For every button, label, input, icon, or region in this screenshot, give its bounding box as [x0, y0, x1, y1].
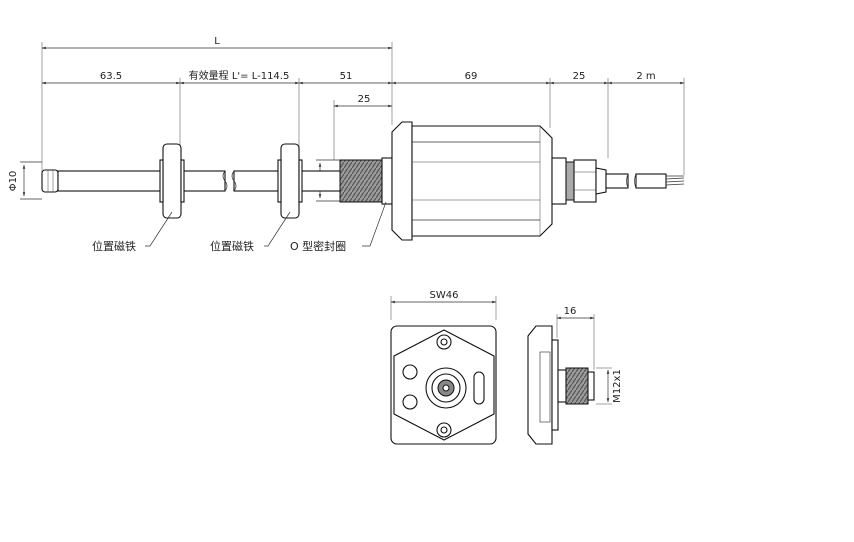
magnet-label-2: 位置磁铁 — [210, 239, 254, 253]
dim-25-left: 25 — [358, 94, 371, 105]
dim-16: 16 — [564, 306, 577, 317]
side-view: 16 M12x1 — [527, 306, 623, 445]
dim-L: L — [214, 36, 220, 47]
sensor-rod — [41, 169, 343, 193]
dim-effective-range: 有效量程 L'= L-114.5 — [189, 69, 290, 82]
dim-cable-length: 2 m — [636, 71, 655, 82]
dim-63-5: 63.5 — [100, 71, 122, 82]
dim-51: 51 — [340, 71, 353, 82]
cable — [605, 173, 685, 189]
position-magnet-2 — [277, 143, 303, 219]
extension-lines — [41, 42, 685, 175]
cable-gland — [551, 157, 607, 205]
dim-25-right: 25 — [573, 71, 586, 82]
position-magnet-1 — [159, 143, 185, 219]
dim-69: 69 — [465, 71, 478, 82]
dim-m12x1: M12x1 — [612, 369, 623, 403]
end-view: SW46 — [390, 290, 497, 445]
leader-lines — [145, 201, 387, 247]
sensor-housing — [391, 121, 553, 241]
dim-sw46: SW46 — [430, 290, 459, 301]
threaded-section — [339, 157, 393, 205]
oring-label: O 型密封圈 — [290, 239, 346, 253]
magnet-label-1: 位置磁铁 — [92, 239, 136, 253]
dimension-lines — [20, 46, 685, 202]
dim-phi10: Φ10 — [8, 171, 19, 192]
